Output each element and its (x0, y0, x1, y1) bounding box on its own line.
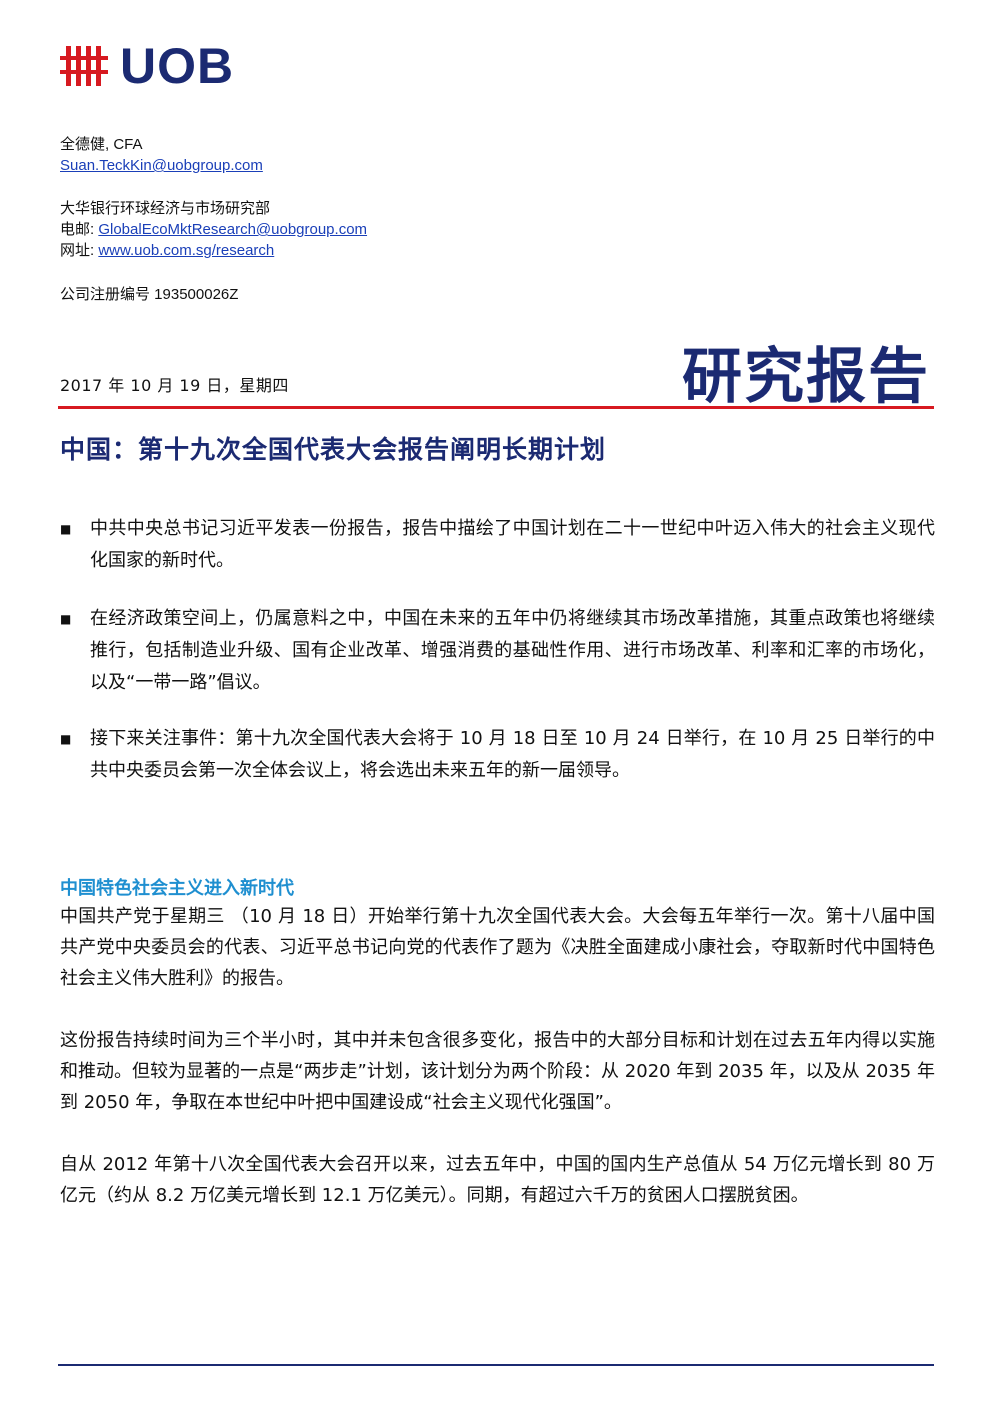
uob-logo-mark-icon (60, 46, 108, 86)
list-item: ■ 在经济政策空间上，仍属意料之中，中国在未来的五年中仍将继续其市场改革措施，其… (60, 603, 935, 699)
uob-logo: UOB (60, 38, 234, 94)
key-points-list: ■ 中共中央总书记习近平发表一份报告，报告中描绘了中国计划在二十一世纪中叶迈入伟… (60, 513, 935, 813)
author-email-link[interactable]: Suan.TeckKin@uobgroup.com (60, 157, 263, 174)
page-headline: 中国：第十九次全国代表大会报告阐明长期计划 (60, 435, 607, 464)
logo-text: UOB (120, 38, 235, 94)
department-block: 大华银行环球经济与市场研究部 电邮: GlobalEcoMktResearch@… (60, 198, 367, 261)
bullet-text: 中共中央总书记习近平发表一份报告，报告中描绘了中国计划在二十一世纪中叶迈入伟大的… (90, 518, 935, 571)
registration-number: 公司注册编号 193500026Z (60, 286, 239, 303)
author-name: 全德健, CFA (60, 136, 143, 153)
department-email-link[interactable]: GlobalEcoMktResearch@uobgroup.com (98, 221, 368, 238)
report-type-title: 研究报告 (682, 342, 930, 412)
list-item: ■ 中共中央总书记习近平发表一份报告，报告中描绘了中国计划在二十一世纪中叶迈入伟… (60, 513, 935, 577)
body-paragraph: 自从 2012 年第十八次全国代表大会召开以来，过去五年中，中国的国内生产总值从… (60, 1154, 935, 1206)
bullet-text: 接下来关注事件：第十九次全国代表大会将于 10 月 18 日至 10 月 24 … (90, 728, 935, 781)
header-divider (58, 406, 934, 409)
author-block: 全德健, CFA Suan.TeckKin@uobgroup.com (60, 134, 263, 176)
bullet-square-icon: ■ (60, 732, 72, 746)
body-paragraph: 这份报告持续时间为三个半小时，其中并未包含很多变化，报告中的大部分目标和计划在过… (60, 1030, 935, 1113)
body-paragraph: 中国共产党于星期三 （10 月 18 日）开始举行第十九次全国代表大会。大会每五… (60, 906, 935, 989)
bullet-square-icon: ■ (60, 522, 72, 536)
website-link[interactable]: www.uob.com.sg/research (98, 242, 275, 259)
section-body: 中国共产党于星期三 （10 月 18 日）开始举行第十九次全国代表大会。大会每五… (60, 901, 935, 1242)
footer-divider (58, 1364, 934, 1366)
bullet-text: 在经济政策空间上，仍属意料之中，中国在未来的五年中仍将继续其市场改革措施，其重点… (90, 608, 935, 693)
report-date: 2017 年 10 月 19 日，星期四 (60, 376, 289, 395)
department-name: 大华银行环球经济与市场研究部 (60, 200, 271, 217)
website-label: 网址: (60, 242, 99, 259)
bullet-square-icon: ■ (60, 612, 72, 626)
section-title: 中国特色社会主义进入新时代 (60, 878, 294, 899)
email-label: 电邮: (60, 221, 99, 238)
list-item: ■ 接下来关注事件：第十九次全国代表大会将于 10 月 18 日至 10 月 2… (60, 723, 935, 787)
